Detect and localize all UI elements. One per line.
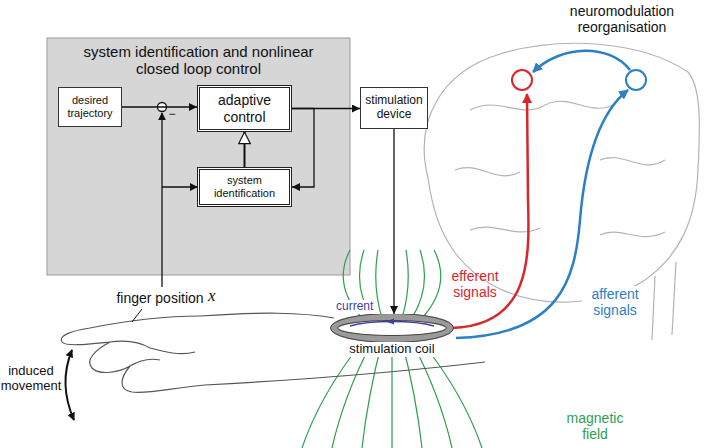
variable-label: x [208, 286, 222, 306]
brain-gyrus [470, 101, 615, 110]
field-line [412, 250, 425, 318]
brain-stem [672, 262, 676, 335]
panel-ground [47, 38, 350, 275]
node-text: desired trajectory [62, 94, 118, 119]
field-line [376, 250, 382, 318]
field-line [402, 250, 408, 318]
brain-gyrus [600, 158, 665, 165]
hand-contour [61, 316, 205, 392]
hand-drawing [61, 313, 485, 392]
afferent-neuron [626, 70, 646, 90]
brain-contour [424, 43, 699, 302]
adaptation-arrow [244, 132, 246, 167]
stimulation-coil: stimulation coil [330, 314, 454, 358]
brain-outline [424, 43, 699, 340]
signal-arrow [393, 129, 394, 314]
coil-edge [331, 314, 454, 343]
feedback-branch [162, 187, 197, 188]
current-label: current [334, 300, 375, 314]
efferent-label: efferent signals [444, 268, 506, 300]
thumb [150, 348, 195, 354]
node-text: adaptive control [203, 92, 286, 124]
identification-box: system identification [197, 167, 292, 207]
neuromodulation-arrow [533, 51, 630, 72]
field-line [362, 342, 382, 448]
node-text: system identification [203, 174, 286, 199]
brain-label: neuromodulation reorganisation [540, 3, 704, 35]
finger-crease [110, 341, 150, 348]
process-box: desired trajectory [58, 87, 122, 127]
field-line [422, 250, 441, 318]
coil-body [334, 317, 450, 339]
node-text: stimulation coil [346, 342, 437, 357]
panel-heading: system identification and nonlinear clos… [83, 43, 315, 78]
finger-crease [130, 359, 160, 366]
field-line [302, 342, 362, 448]
current-arrow [386, 319, 394, 325]
panel-ground [47, 38, 350, 275]
brain-gyrus [600, 232, 665, 237]
node-text: stimulation device [364, 94, 424, 122]
field-label: magnetic field [560, 410, 630, 442]
signal-arrow [122, 106, 197, 107]
brain-gyrus [455, 168, 520, 176]
sign-label: − [166, 108, 178, 122]
leader-line [132, 309, 142, 322]
control-panel: desired trajectory adaptive control system… [47, 38, 350, 275]
movement-label: induced movement [0, 364, 62, 394]
field-line [402, 342, 422, 448]
movement-arrow [65, 350, 74, 420]
efferent-neuron [512, 70, 532, 90]
forearm-upper [200, 313, 334, 318]
field-line [391, 342, 392, 448]
brain-stem [652, 276, 655, 340]
field-line [422, 342, 482, 448]
device-box: stimulation device [360, 87, 428, 129]
field-line [332, 342, 372, 448]
signal-label: finger position [110, 290, 210, 306]
forearm-lower [205, 362, 485, 385]
feedback-line [161, 113, 162, 287]
afferent-label: afferent signals [582, 286, 648, 318]
feedback-line [162, 186, 197, 187]
field-line [412, 342, 452, 448]
signal-arrow [292, 109, 314, 188]
controller-box: adaptive control [197, 85, 292, 132]
